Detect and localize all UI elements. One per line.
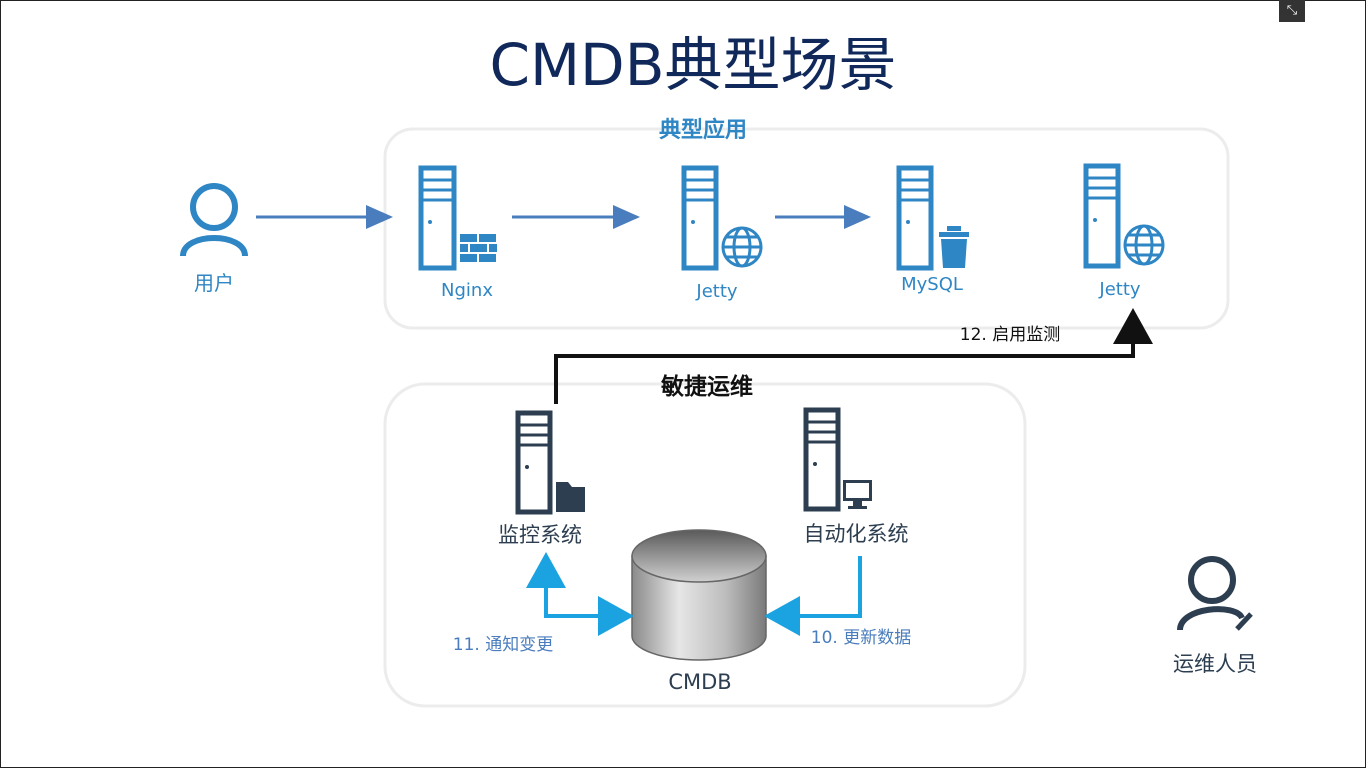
- jetty2-label: Jetty: [1098, 279, 1140, 300]
- exit-fullscreen-button[interactable]: ⤡: [1279, 0, 1305, 22]
- collapse-icon: ⤡: [1286, 3, 1298, 18]
- automation-label: 自动化系统: [804, 522, 909, 546]
- edge-label-enable-monitor: 12. 启用监测: [960, 325, 1060, 345]
- user-icon: [180, 183, 248, 257]
- slide-title: CMDB典型场景: [489, 31, 897, 99]
- server-folder-icon: [515, 410, 585, 515]
- user-label: 用户: [194, 271, 234, 295]
- user-edit-icon: [1177, 556, 1253, 631]
- ops-group-label: 敏捷运维: [660, 373, 753, 400]
- cmdb-label: CMDB: [668, 670, 731, 694]
- database-cylinder-icon: [631, 529, 767, 661]
- edge-label-update-data: 10. 更新数据: [811, 628, 911, 648]
- server-database-icon: [896, 165, 969, 271]
- app-group-label: 典型应用: [659, 117, 747, 143]
- jetty1-label: Jetty: [695, 281, 737, 302]
- server-globe-icon: [1083, 163, 1165, 269]
- mysql-label: MySQL: [901, 274, 963, 295]
- server-firewall-icon: [418, 165, 497, 271]
- server-globe-icon: [681, 165, 763, 271]
- arrow-enable-monitor: [554, 308, 1153, 404]
- monitor-label: 监控系统: [498, 523, 582, 547]
- arrow-update-data: [764, 556, 862, 636]
- edge-label-notify-change: 11. 通知变更: [453, 635, 553, 655]
- server-monitor-icon: [803, 407, 872, 512]
- nginx-label: Nginx: [441, 280, 493, 301]
- ops-staff-label: 运维人员: [1173, 652, 1257, 676]
